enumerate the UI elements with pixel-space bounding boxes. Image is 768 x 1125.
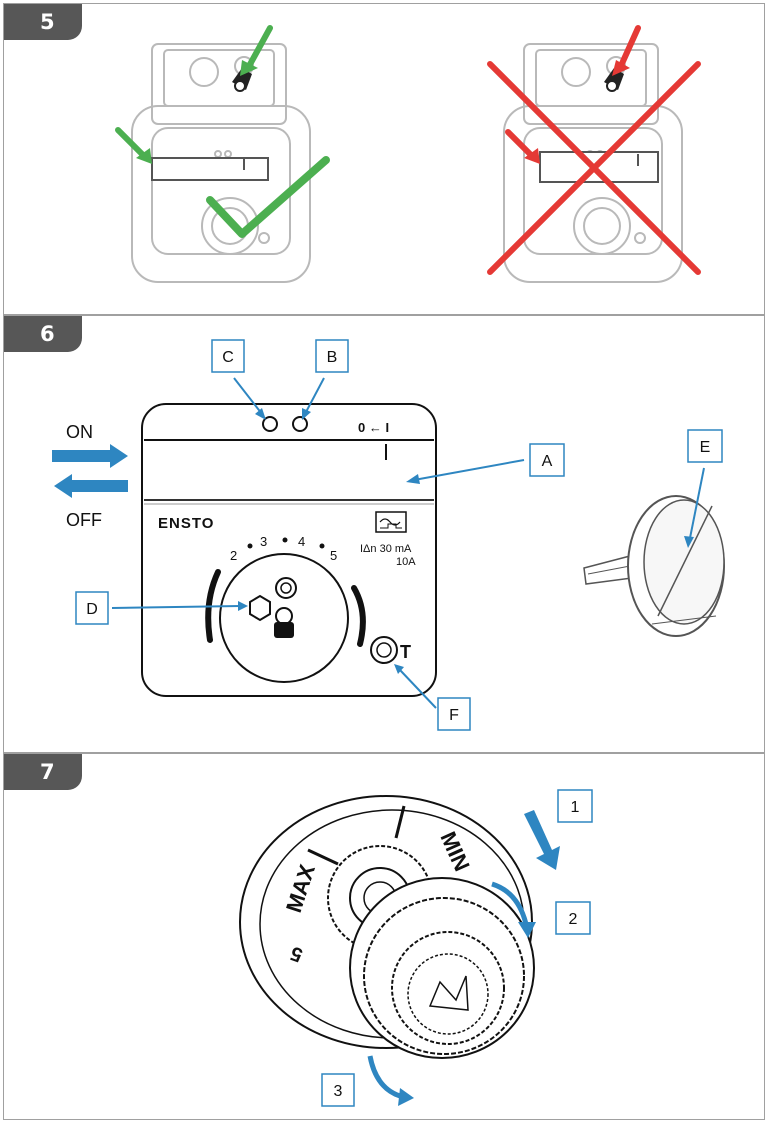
rating-amps: 10A <box>396 556 416 568</box>
callout-a-label: A <box>542 453 553 470</box>
step-7-number: 7 <box>40 760 55 784</box>
rating-current: IΔn 30 mA <box>360 543 412 555</box>
callout-1-label: 1 <box>571 799 580 816</box>
step-6-drawing: ON OFF 0 ← I ENSTO IΔn 30 mA 10A 2 3 4 5 <box>52 339 725 731</box>
device-incorrect-illustration <box>503 43 683 283</box>
off-arrow-icon <box>54 474 128 498</box>
cover-flap-correct <box>151 157 269 181</box>
screw-d <box>249 594 271 622</box>
callout-d-label: D <box>86 601 98 618</box>
step-5-panel: 5 <box>3 3 765 315</box>
step-6-tab: 6 <box>4 316 84 354</box>
step-5-number: 5 <box>40 10 55 34</box>
step-5-drawing <box>115 25 701 283</box>
rcd-symbol-icon <box>375 511 407 533</box>
callout-2-label: 2 <box>569 911 578 928</box>
callout-c-label: C <box>222 349 234 366</box>
scale-label-3: 3 <box>260 534 267 549</box>
indicator-c <box>262 416 278 432</box>
callout-d <box>75 591 109 625</box>
pointer-arrow-correct-clip <box>245 25 273 71</box>
test-label: T <box>400 642 411 662</box>
dial-knob[interactable] <box>349 877 535 1059</box>
step-5-tab: 5 <box>4 4 84 42</box>
on-label: ON <box>66 422 93 442</box>
callout-e <box>687 429 723 463</box>
callout-a <box>529 443 565 477</box>
step-7-tab: 7 <box>4 754 84 792</box>
off-label: OFF <box>66 510 102 530</box>
callout-f-label: F <box>449 707 459 724</box>
turn-arrow-icon <box>367 1055 401 1099</box>
callout-3-label: 3 <box>334 1083 343 1100</box>
callout-1 <box>557 789 593 823</box>
device-correct-illustration <box>131 43 311 283</box>
brand-logo: ENSTO <box>158 515 214 532</box>
scale-label-5: 5 <box>330 548 337 563</box>
pointer-arrow-incorrect-flap <box>505 129 535 159</box>
step-6-panel: 6 ON OFF 0 ← I ENSTO IΔn 30 mA 10A 2 3 4… <box>3 315 765 753</box>
callout-2 <box>555 901 591 935</box>
callout-f <box>437 697 471 731</box>
push-arrow-icon <box>524 810 560 870</box>
callout-3 <box>321 1073 355 1107</box>
on-arrow-icon <box>52 444 128 468</box>
step-7-drawing: MAX MIN 5 1 2 3 <box>239 789 593 1107</box>
knob-e-illustration <box>583 495 725 637</box>
indicator-b <box>292 416 308 432</box>
switch-marking: 0 ← I <box>358 420 389 435</box>
step-6-number: 6 <box>40 322 55 346</box>
callout-b-label: B <box>327 349 338 366</box>
scale-label-2: 2 <box>230 548 237 563</box>
rotate-arrow-icon <box>491 881 529 925</box>
step-7-panel: 7 MAX MIN 5 1 2 3 <box>3 753 765 1120</box>
pointer-arrow-incorrect-clip <box>617 25 641 71</box>
callout-e-label: E <box>700 439 711 456</box>
checkmark-icon <box>206 156 330 238</box>
callout-b <box>315 339 349 373</box>
pointer-arrow-correct-flap <box>115 127 147 159</box>
callout-c <box>211 339 245 373</box>
scale-label-4: 4 <box>298 534 305 549</box>
